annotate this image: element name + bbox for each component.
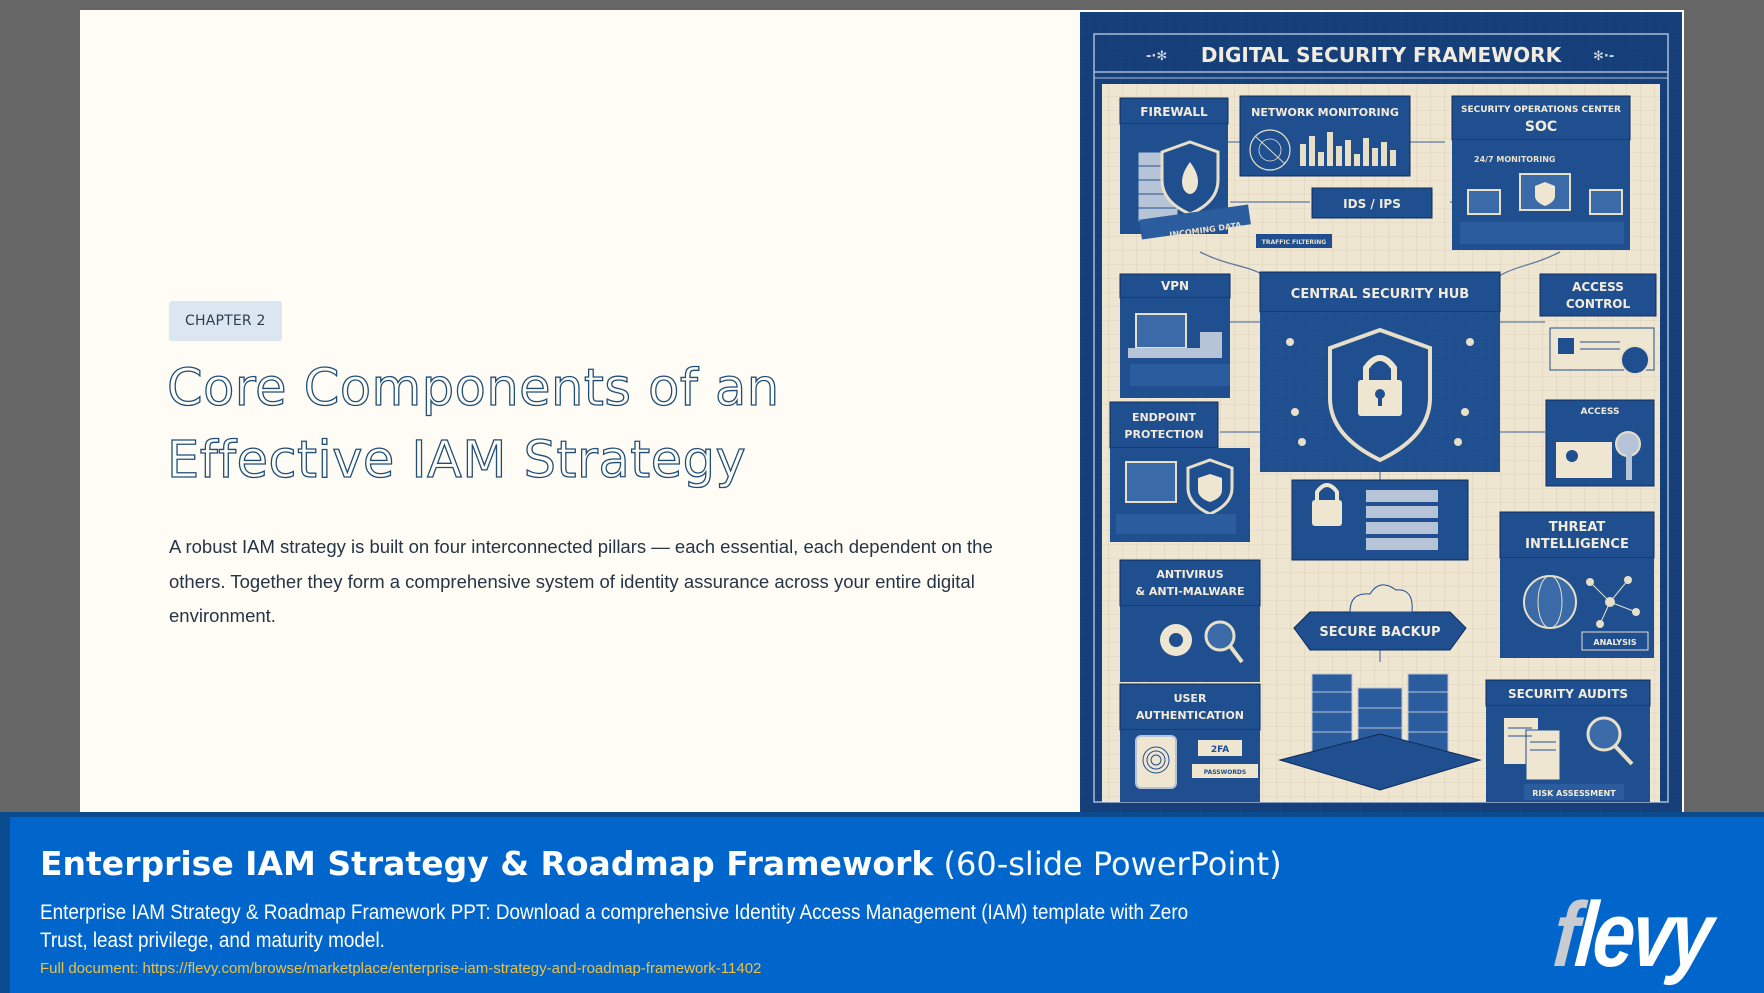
security-framework-infographic: DIGITAL SECURITY FRAMEWORK -·✻ ✻·- FIREW… [1080,12,1682,812]
label-soc-title: SECURITY OPERATIONS CENTER [1461,105,1621,115]
label-2fa: 2FA [1211,745,1229,755]
label-soc: SOC [1525,119,1557,135]
footer-title-bold: Enterprise IAM Strategy & Roadmap Framew… [40,844,934,883]
label-threat-2: INTELLIGENCE [1525,537,1629,552]
infographic-title: DIGITAL SECURITY FRAMEWORK [1201,43,1563,67]
footer-description: Enterprise IAM Strategy & Roadmap Framew… [40,901,1189,952]
label-security-audits: SECURITY AUDITS [1508,687,1628,701]
label-passwords: PASSWORDS [1204,769,1247,776]
label-user-auth-1: USER [1174,692,1207,705]
label-risk-assessment: RISK ASSESSMENT [1532,789,1616,798]
label-network-monitoring: NETWORK MONITORING [1251,106,1399,119]
label-access-control-2: CONTROL [1566,297,1631,311]
footer-accent-strip [0,817,10,993]
label-analysis: ANALYSIS [1593,638,1636,647]
footer-title: Enterprise IAM Strategy & Roadmap Framew… [40,842,1282,886]
label-24-7-monitoring: 24/7 MONITORING [1474,155,1556,164]
flevy-logo[interactable]: flevy [1550,884,1714,986]
label-endpoint-1: ENDPOINT [1132,411,1197,424]
chapter-badge: CHAPTER 2 [169,301,282,341]
label-ids-ips: IDS / IPS [1343,197,1401,211]
label-access: ACCESS [1581,407,1620,417]
slide-title: Core Components of an Effective IAM Stra… [166,353,967,497]
label-endpoint-2: PROTECTION [1124,428,1203,441]
slide-title-line-2: Effective IAM Strategy [166,430,747,490]
slide-title-line-1: Core Components of an [166,358,780,418]
label-traffic-filtering: TRAFFIC FILTERING [1262,239,1327,246]
label-antivirus-1: ANTIVIRUS [1156,568,1223,581]
footer-banner: Enterprise IAM Strategy & Roadmap Framew… [0,812,1764,993]
full-document-link[interactable]: Full document: https://flevy.com/browse/… [40,960,762,977]
footer-title-light: (60-slide PowerPoint) [933,845,1282,883]
label-central-security-hub: CENTRAL SECURITY HUB [1291,287,1469,302]
label-access-control-1: ACCESS [1572,280,1624,294]
slide: CHAPTER 2 Core Components of an Effectiv… [80,10,1684,812]
slide-body-text: A robust IAM strategy is built on four i… [169,536,993,626]
flevy-logo-rest: levy [1571,884,1714,986]
svg-text:-·✻: -·✻ [1146,49,1167,64]
chapter-label: CHAPTER 2 [185,313,266,329]
label-firewall: FIREWALL [1140,105,1208,119]
label-antivirus-2: & ANTI-MALWARE [1135,585,1244,598]
svg-text:✻·-: ✻·- [1593,49,1614,64]
label-secure-backup: SECURE BACKUP [1319,625,1440,640]
label-vpn: VPN [1161,279,1189,293]
label-threat-1: THREAT [1549,520,1606,535]
label-user-auth-2: AUTHENTICATION [1136,709,1244,722]
